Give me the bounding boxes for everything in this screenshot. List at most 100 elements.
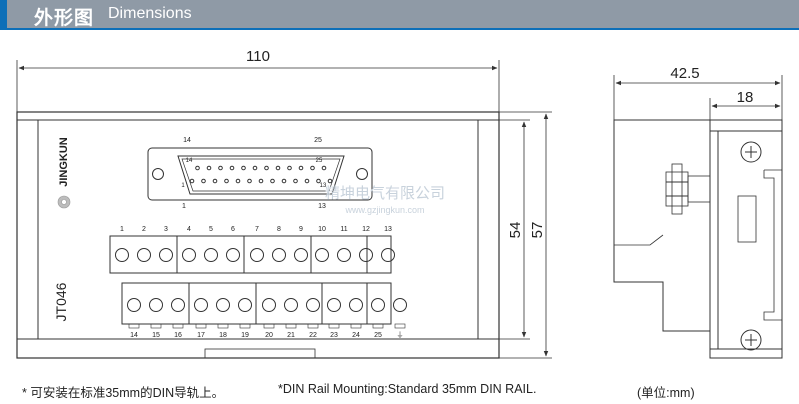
dsub-pin — [195, 165, 200, 171]
terminal-label-22: 22 — [309, 332, 317, 339]
dsub-pin — [241, 165, 246, 171]
terminal-label-25: 25 — [374, 332, 382, 339]
header-underline — [0, 28, 799, 30]
header-title-en: Dimensions — [108, 5, 192, 22]
watermark-company: 精坤电气有限公司 — [325, 185, 445, 202]
din-clip — [204, 348, 316, 359]
dsub-pin — [229, 165, 235, 171]
footer-unit: (单位:mm) — [637, 386, 695, 400]
watermark-url: www.gzjingkun.com — [344, 205, 424, 215]
terminal-label-4: 4 — [187, 226, 191, 233]
dsub-label-13: 13 — [318, 203, 326, 210]
dim-width-label: 110 — [246, 48, 270, 65]
terminal-screw-top — [204, 248, 218, 262]
terminal-label-10: 10 — [318, 226, 326, 233]
dsub-pin — [218, 165, 223, 171]
dsub-pin — [327, 178, 333, 184]
brand-label: JINGKUN — [58, 137, 70, 187]
dsub-label-25: 25 — [314, 137, 322, 144]
screw-icon — [740, 141, 762, 163]
terminal-screw-bottom — [306, 298, 320, 312]
terminal-label-26: ⏚ — [397, 331, 404, 339]
dsub-pin — [247, 178, 252, 184]
terminal-screw-bottom — [262, 298, 276, 312]
dsub-pin — [304, 178, 310, 184]
terminal-screw-bottom — [393, 298, 407, 312]
dsub-connector — [147, 147, 373, 201]
module-body — [16, 111, 500, 359]
terminal-label-16: 16 — [174, 332, 182, 339]
terminal-screw-bottom — [238, 298, 252, 312]
terminal-screw-top — [337, 248, 351, 262]
terminal-label-24: 24 — [352, 332, 360, 339]
screw-icon — [740, 329, 762, 351]
dim-57-label: 57 — [529, 222, 546, 239]
terminal-label-6: 6 — [231, 226, 235, 233]
dsub-pin — [316, 178, 321, 184]
front-view: 110 54 57 JINGKUN JT046 — [16, 48, 552, 359]
terminal-screw-bottom — [349, 298, 363, 312]
terminal-label-23: 23 — [330, 332, 338, 339]
section-header: 外形图 Dimensions — [0, 0, 799, 30]
dsub-pin — [201, 178, 206, 184]
header-title-cn: 外形图 — [34, 7, 95, 29]
terminal-label-2: 2 — [142, 226, 146, 233]
terminal-label-7: 7 — [255, 226, 259, 233]
terminal-label-19: 19 — [241, 332, 249, 339]
dsub-pin — [270, 178, 275, 184]
dsub-pin — [189, 178, 195, 184]
terminal-label-18: 18 — [219, 332, 227, 339]
dim-rail-label: 18 — [737, 89, 754, 106]
terminal-screw-top — [226, 248, 240, 262]
terminal-screw-top — [182, 248, 196, 262]
terminal-screw-bottom — [127, 298, 141, 312]
terminal-label-3: 3 — [164, 226, 168, 233]
header-accent — [0, 0, 7, 28]
dim-depth-label: 42.5 — [670, 65, 699, 82]
dsub-pin — [281, 178, 287, 184]
dsub-inner-14: 14 — [186, 158, 193, 164]
terminal-label-8: 8 — [277, 226, 281, 233]
dsub-pin — [275, 165, 281, 171]
footer-note-cn: * 可安装在标准35mm的DIN导轨上。 — [22, 386, 225, 400]
terminal-label-12: 12 — [362, 226, 370, 233]
side-view: 42.5 18 — [613, 65, 783, 359]
dsub-label-14: 14 — [183, 137, 191, 144]
dsub-pin — [310, 165, 315, 171]
terminal-label-13: 13 — [384, 226, 392, 233]
terminal-screw-top — [250, 248, 264, 262]
terminal-screw-bottom — [149, 298, 163, 312]
dsub-pin — [252, 165, 258, 171]
dimension-drawing: 110 54 57 JINGKUN JT046 — [16, 48, 783, 359]
dsub-pin — [258, 178, 264, 184]
terminal-label-1: 1 — [120, 226, 124, 233]
terminal-label-11: 11 — [340, 226, 347, 233]
dsub-pin — [206, 165, 212, 171]
terminal-label-14: 14 — [130, 332, 138, 339]
terminal-screw-top — [272, 248, 286, 262]
hex-nut-icon — [665, 163, 711, 215]
terminal-blocks — [109, 235, 407, 329]
gear-icon — [57, 195, 71, 209]
terminal-label-20: 20 — [265, 332, 273, 339]
header-bar — [0, 0, 799, 28]
terminal-screw-top — [315, 248, 329, 262]
terminal-screw-bottom — [216, 298, 230, 312]
terminal-screw-bottom — [194, 298, 208, 312]
dsub-pin — [293, 178, 298, 184]
dsub-inner-1: 1 — [181, 183, 185, 189]
dsub-pin — [298, 165, 304, 171]
footer-note-en: *DIN Rail Mounting:Standard 35mm DIN RAI… — [278, 382, 537, 396]
dsub-pin — [224, 178, 229, 184]
terminal-label-5: 5 — [209, 226, 213, 233]
model-label: JT046 — [53, 282, 69, 321]
terminal-label-15: 15 — [152, 332, 160, 339]
terminal-screw-top — [381, 248, 395, 262]
dsub-inner-25: 25 — [316, 158, 323, 164]
terminal-screw-top — [359, 248, 373, 262]
dsub-pin — [264, 165, 269, 171]
dim-54-label: 54 — [507, 222, 524, 239]
terminal-screw-bottom — [371, 298, 385, 312]
terminal-screw-top — [294, 248, 308, 262]
terminal-screw-top — [159, 248, 173, 262]
